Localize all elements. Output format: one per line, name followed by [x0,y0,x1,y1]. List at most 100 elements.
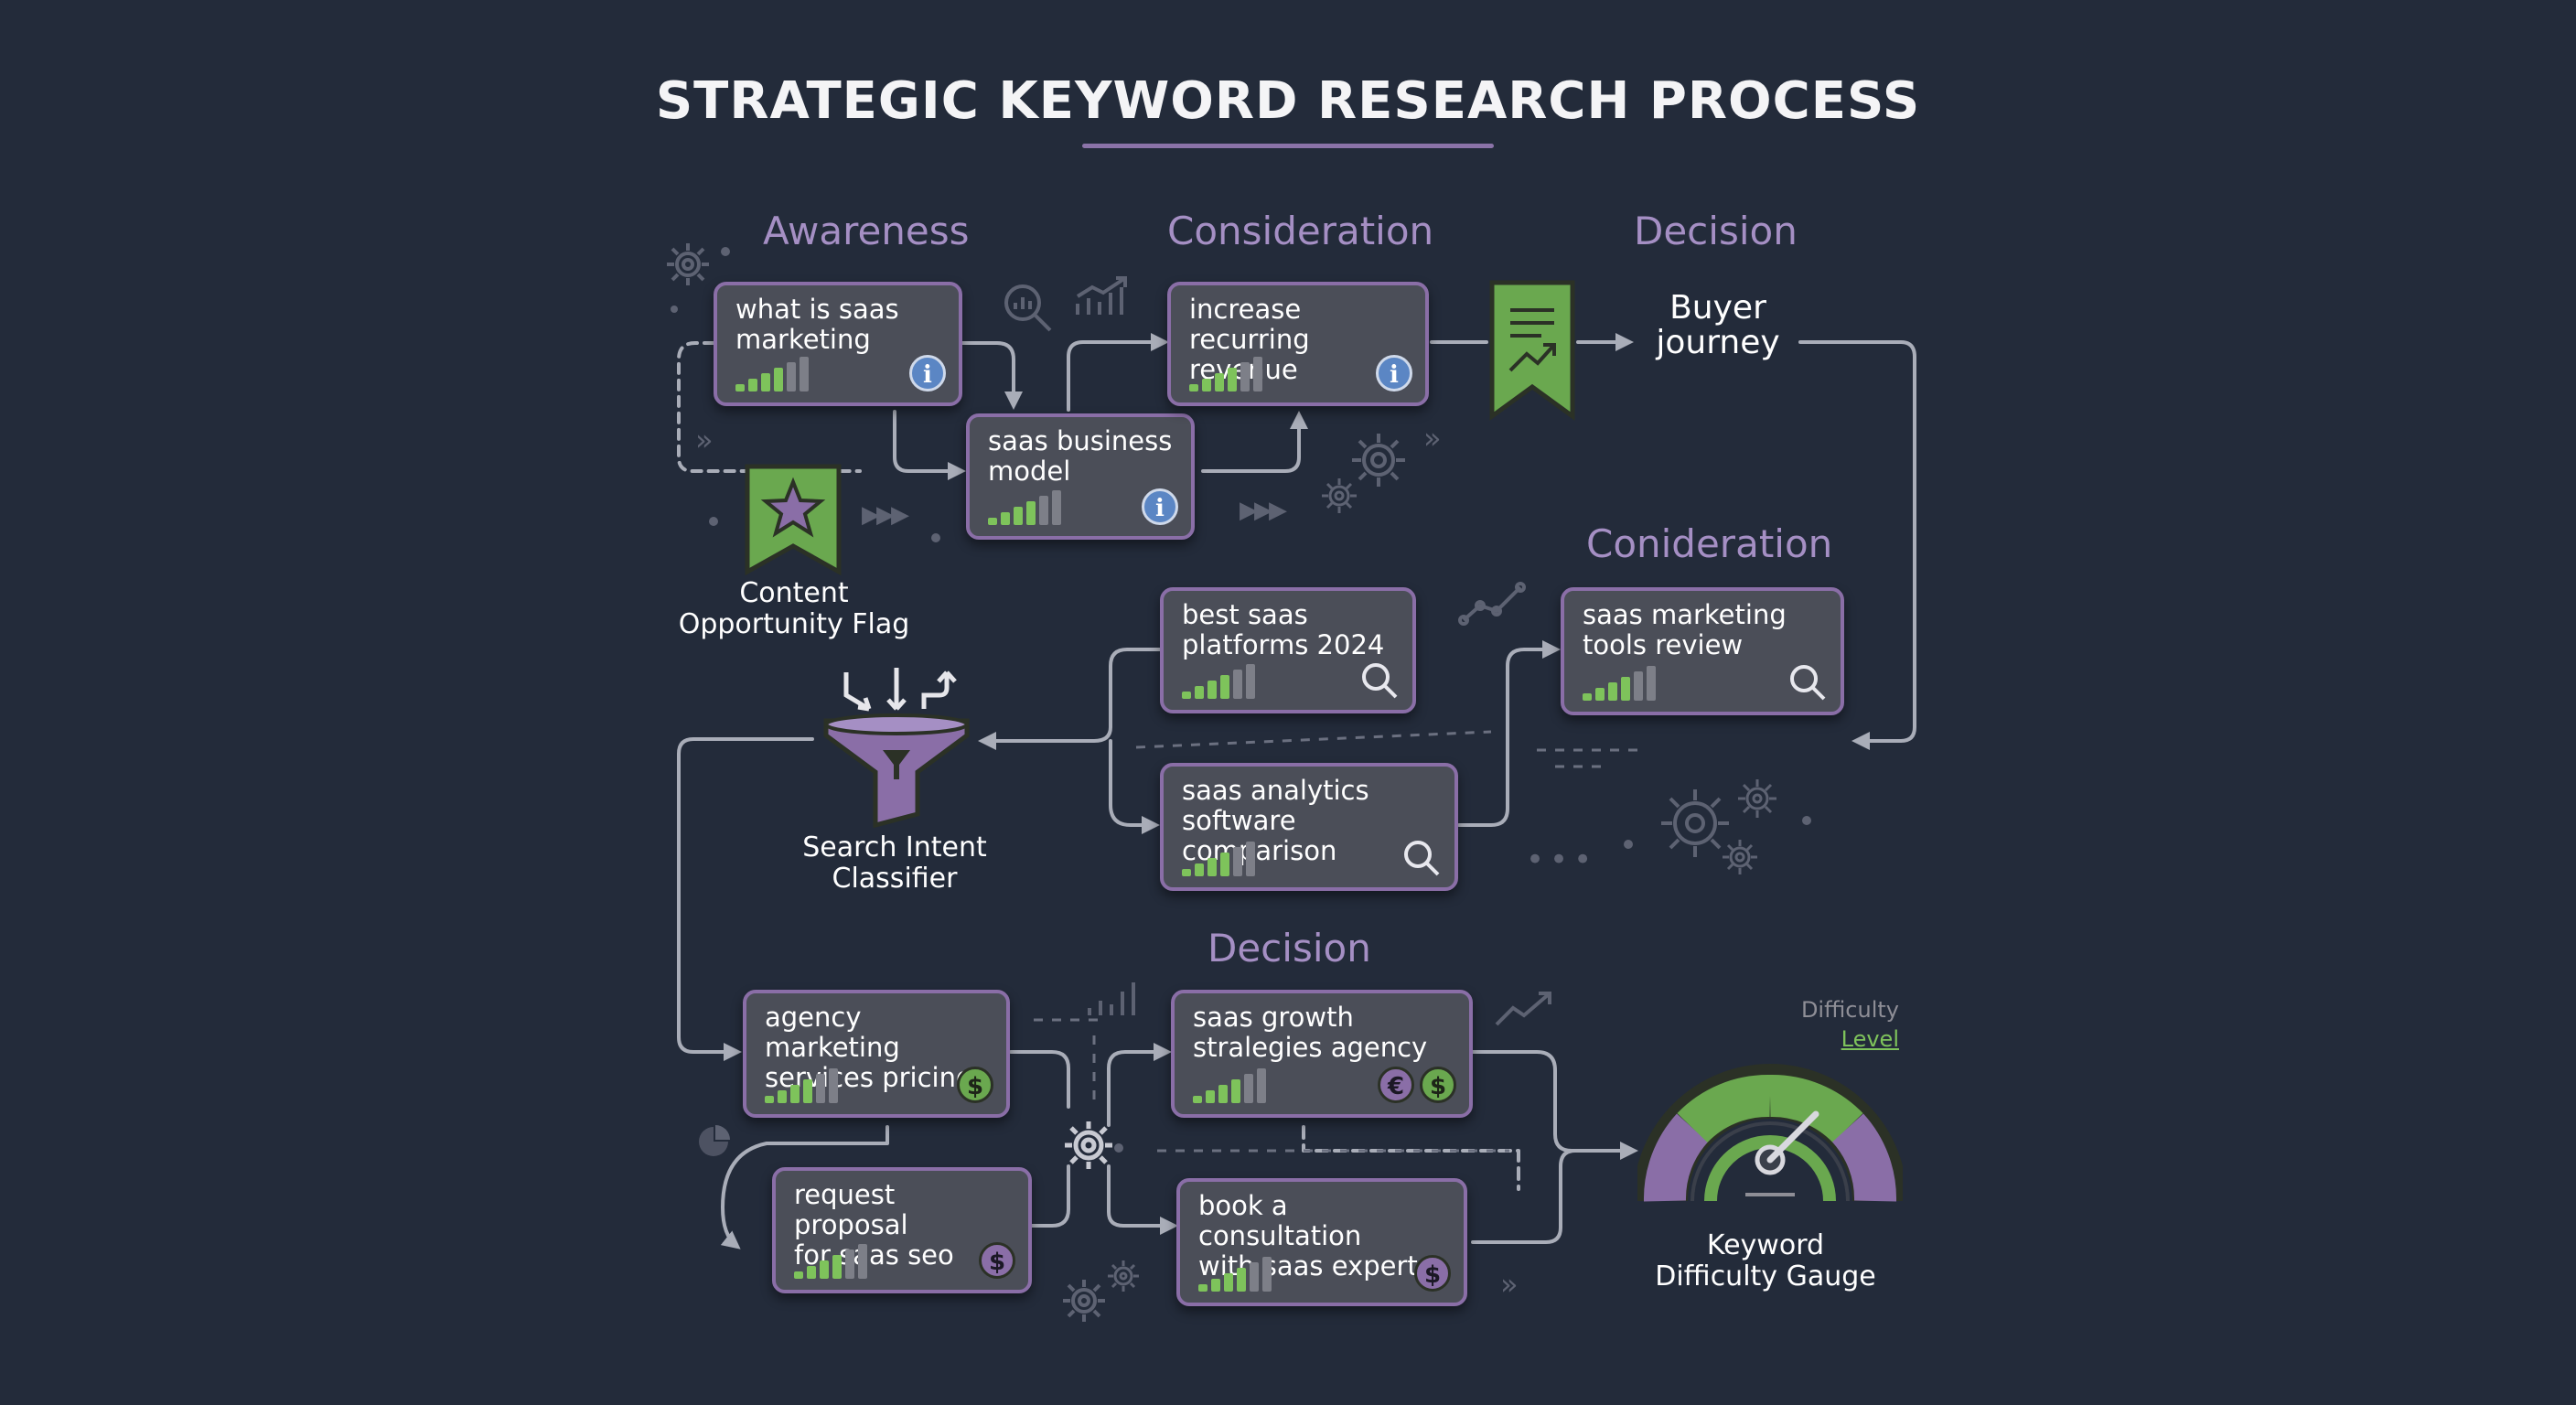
dot-icon [671,306,678,313]
flag-label-line-1: Content [739,577,849,609]
difficulty-bar [1206,1090,1215,1103]
stage-label-conideration: Conideration [1586,521,1833,566]
dollar-icon[interactable]: $ [1414,1255,1451,1292]
content-opportunity-flag-label: Content Opportunity Flag [657,578,931,640]
star-flag-icon [745,464,842,576]
difficulty-bars [1198,1255,1308,1292]
difficulty-bar [1182,692,1191,699]
difficulty-bar [1001,512,1010,525]
difficulty-bar [858,1244,867,1279]
difficulty-bar [1608,682,1617,701]
gear-hub-icon [1065,1121,1112,1169]
info-icon[interactable]: i [1142,488,1178,525]
difficulty-bar [1228,368,1237,391]
difficulty-bar [794,1271,803,1279]
difficulty-bar [1220,675,1229,699]
difficulty-bars [1189,355,1299,391]
gauge-label-line-1: Keyword [1706,1229,1825,1261]
difficulty-bar [1039,496,1048,525]
play-arrows-icon: ▶▶▶ [1240,497,1287,524]
search-icon[interactable] [1401,838,1442,878]
info-icon[interactable]: i [1376,355,1412,391]
difficulty-bar [829,1068,838,1103]
connector-k2-up [1201,411,1308,473]
stage-label-decision: Decision [1634,209,1798,253]
difficulty-bar [1211,1279,1220,1292]
gear-icon [667,243,709,285]
connector-k1-down [893,410,966,480]
difficulty-bars [1193,1067,1303,1103]
difficulty-bar [1246,842,1255,876]
difficulty-bar [748,379,757,391]
connector-k2-k3 [1067,333,1169,412]
connector-k7-k9 [720,1125,889,1249]
difficulty-bar [1052,490,1061,525]
difficulty-bar [807,1266,816,1279]
difficulty-bars [765,1067,875,1103]
classifier-label-line-2: Classifier [832,863,958,895]
dot-icon [1624,840,1633,849]
connector-k8-gauge [1471,1050,1638,1160]
difficulty-bar [1189,384,1198,391]
difficulty-bar [820,1260,829,1279]
keyword-card-increase-recurring-revenue[interactable]: increase recurringrevenue i [1167,282,1429,406]
dollar-icon[interactable]: $ [1420,1067,1456,1103]
difficulty-bar [1250,1262,1259,1292]
trend-arrow-icon [1495,992,1551,1026]
difficulty-bar [790,1085,800,1103]
play-arrows-icon: ▶▶▶ [862,501,909,529]
connector-dashed-lower [1302,1125,1520,1191]
title-underline [1082,144,1494,148]
difficulty-bars [988,488,1098,525]
difficulty-bar [800,357,809,391]
gear-icon [1661,789,1729,857]
difficulty-bar [1198,1284,1208,1292]
gauge-legend-difficulty: Difficulty [1800,997,1899,1023]
buyer-journey-label: Buyer journey [1636,291,1800,360]
difficulty-bar [1621,677,1630,701]
funnel-icon [823,668,970,828]
search-icon[interactable] [1359,660,1400,701]
dot-icon [931,533,940,542]
euro-icon[interactable]: € [1378,1067,1414,1103]
gear-icon [1108,1260,1139,1292]
difficulty-bar [1237,1268,1246,1292]
dollar-icon[interactable]: $ [979,1242,1015,1279]
dot-icon [709,517,718,526]
connector-k10-gauge [1471,1149,1577,1244]
difficulty-bar [778,1090,787,1103]
connector-k7-gear [1009,1050,1070,1109]
chevron-right-icon: » [695,423,714,457]
search-icon[interactable] [1787,662,1828,702]
gear-icon [1723,840,1757,874]
difficulty-bar [1220,853,1229,876]
connector-buyer-right [1798,340,1916,750]
difficulty-bar [1233,847,1242,876]
gear-icon [1322,478,1357,513]
info-icon[interactable]: i [909,355,946,391]
difficulty-bar [1224,1273,1233,1292]
dollar-icon[interactable]: $ [957,1067,993,1103]
difficulty-bar [1257,1068,1266,1103]
gear-icon [1063,1280,1105,1322]
difficulty-bar [774,368,783,391]
connector-k9-gear [1030,1164,1070,1228]
difficulty-bar [787,362,796,391]
connector-mid-k5 [1109,739,1160,834]
